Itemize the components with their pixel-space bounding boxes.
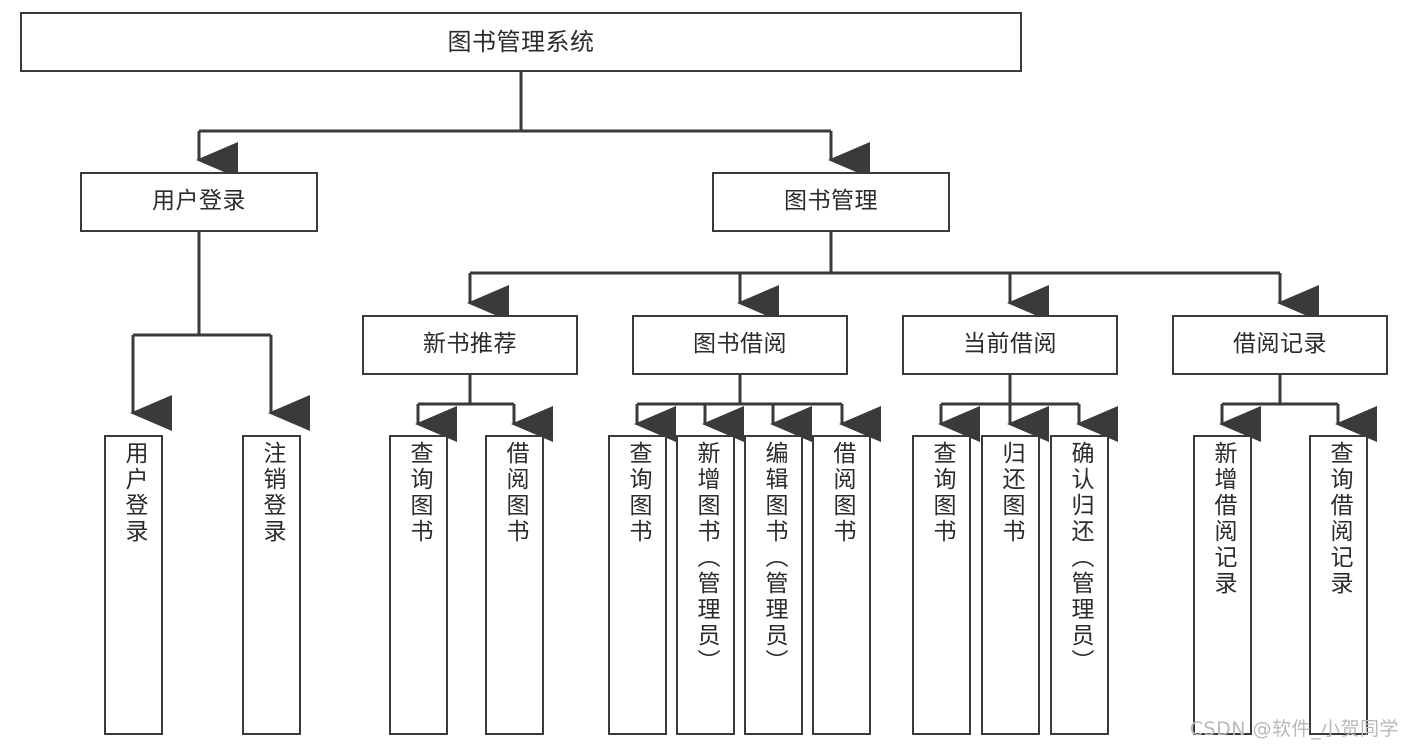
node-label: 查询图书 [625, 441, 651, 545]
leaf-borrow-record-add-record[interactable]: 新增借阅记录 [1193, 435, 1252, 735]
node-label: 查询借阅记录 [1326, 441, 1352, 597]
node-label: 图书管理 [784, 188, 878, 215]
node-borrowing-record[interactable]: 借阅记录 [1172, 315, 1388, 375]
node-label: 编辑图书（管理员） [761, 441, 787, 675]
leaf-book-borrow-add-book-admin[interactable]: 新增图书（管理员） [676, 435, 735, 735]
node-label: 注销登录 [259, 441, 285, 545]
leaf-current-borrow-query-books[interactable]: 查询图书 [912, 435, 971, 735]
leaf-current-borrow-return-books[interactable]: 归还图书 [981, 435, 1040, 735]
node-new-book-recommendation[interactable]: 新书推荐 [362, 315, 578, 375]
node-label: 借阅图书 [829, 441, 855, 545]
node-label: 新增借阅记录 [1210, 441, 1236, 597]
node-label: 新书推荐 [423, 331, 517, 358]
leaf-user-login-login[interactable]: 用户登录 [104, 435, 163, 735]
node-label: 确认归还（管理员） [1067, 441, 1093, 675]
node-label: 图书管理系统 [447, 27, 595, 56]
node-current-borrowing[interactable]: 当前借阅 [902, 315, 1118, 375]
node-label: 借阅记录 [1233, 331, 1327, 358]
leaf-borrow-record-query-record[interactable]: 查询借阅记录 [1309, 435, 1368, 735]
node-label: 用户登录 [121, 441, 147, 545]
node-label: 查询图书 [406, 441, 432, 545]
leaf-book-borrow-edit-book-admin[interactable]: 编辑图书（管理员） [744, 435, 803, 735]
leaf-new-book-borrow-books[interactable]: 借阅图书 [485, 435, 544, 735]
node-label: 图书借阅 [693, 331, 787, 358]
node-label: 当前借阅 [963, 331, 1057, 358]
node-user-login[interactable]: 用户登录 [80, 172, 318, 232]
leaf-new-book-query-books[interactable]: 查询图书 [389, 435, 448, 735]
node-label: 归还图书 [998, 441, 1024, 545]
node-book-borrowing[interactable]: 图书借阅 [632, 315, 848, 375]
node-label: 借阅图书 [502, 441, 528, 545]
node-book-management[interactable]: 图书管理 [712, 172, 950, 232]
leaf-book-borrow-borrow-books[interactable]: 借阅图书 [812, 435, 871, 735]
node-label: 查询图书 [929, 441, 955, 545]
leaf-user-login-logout[interactable]: 注销登录 [242, 435, 301, 735]
node-label: 新增图书（管理员） [693, 441, 719, 675]
node-label: 用户登录 [152, 188, 246, 215]
leaf-current-borrow-confirm-return-admin[interactable]: 确认归还（管理员） [1050, 435, 1109, 735]
leaf-book-borrow-query-books[interactable]: 查询图书 [608, 435, 667, 735]
node-root-book-management-system[interactable]: 图书管理系统 [20, 12, 1022, 72]
